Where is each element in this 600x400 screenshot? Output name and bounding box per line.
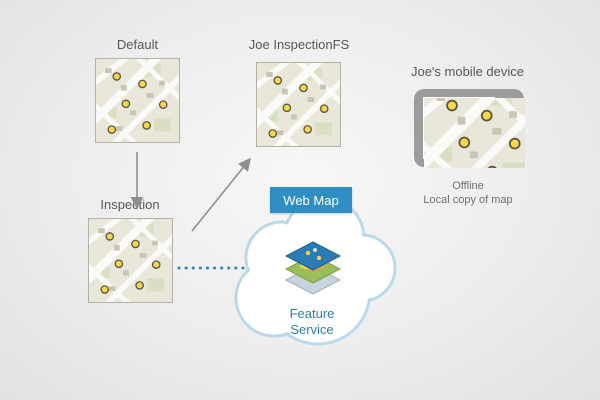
tablet-screen [423,97,495,159]
mobile-device-label: Joe's mobile device [410,64,525,79]
feature-service-layers [282,238,344,298]
device-status-offline: Offline [452,180,484,192]
map-thumbnail-icon [96,59,179,142]
map-thumbnail-icon [89,219,172,302]
device-status-text: Offline Local copy of map [403,179,533,207]
feature-service-label: Feature Service [262,306,362,338]
inspection-map-thumbnail [88,218,173,303]
tablet-device [413,88,525,168]
device-status-local-copy: Local copy of map [423,194,513,206]
joe-inspectionfs-map-thumbnail [256,62,341,147]
joe-inspectionfs-label: Joe InspectionFS [248,37,350,52]
web-map-banner: Web Map [270,187,352,213]
default-map-thumbnail [95,58,180,143]
tablet-home-button-icon [502,121,516,135]
feature-service-label-line2: Service [290,322,334,337]
tablet-device-icon [414,89,524,167]
inspection-map-label: Inspection [100,197,160,212]
default-map-label: Default [116,37,159,52]
map-thumbnail-icon [257,63,340,146]
feature-service-label-line1: Feature [289,306,335,321]
feature-service-layers-icon [284,241,342,295]
